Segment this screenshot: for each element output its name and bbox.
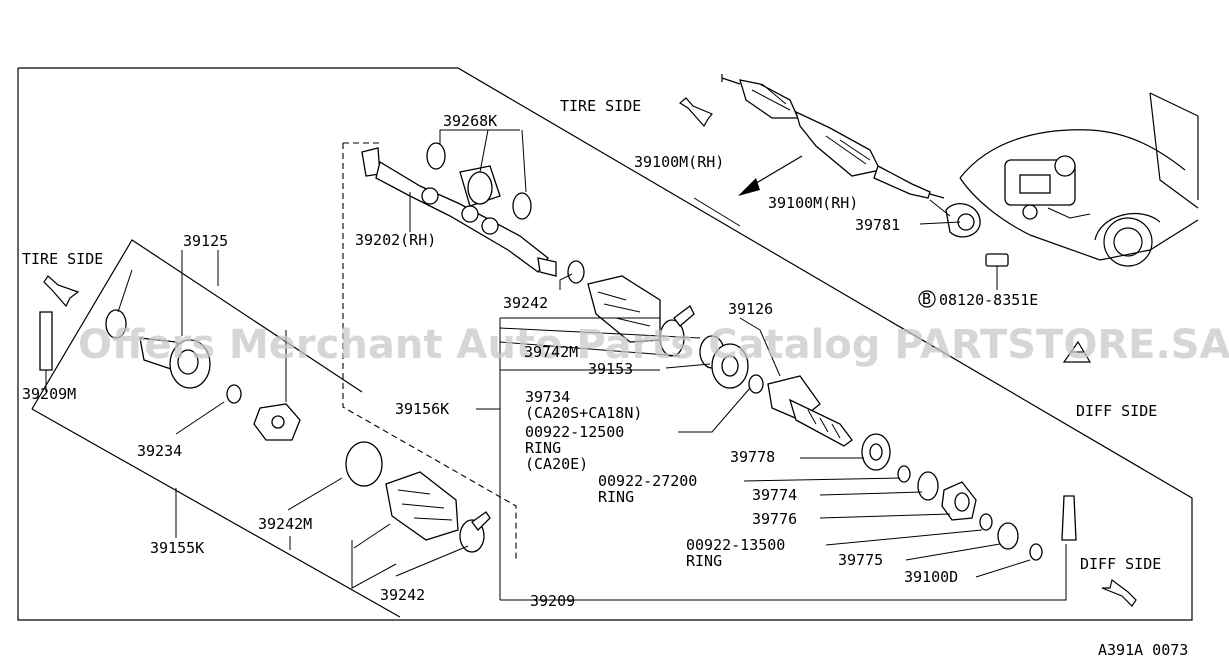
left-assembly-parts <box>39 309 301 441</box>
part-label-39242M: 39242M <box>258 515 312 533</box>
part-label-39156K: 39156K <box>395 400 449 418</box>
part-label-39125: 39125 <box>183 232 228 250</box>
part-label-39234: 39234 <box>137 442 182 460</box>
ring-label-a: RING <box>525 439 561 457</box>
part-label-39775: 39775 <box>838 551 883 569</box>
diagram-frame <box>17 67 1193 621</box>
part-label-39153: 39153 <box>588 360 633 378</box>
part-label-39202: 39202(RH) <box>355 231 436 249</box>
leader-lines <box>45 129 1067 601</box>
part-label-39126: 39126 <box>728 300 773 318</box>
tire-side-arrow-icon <box>678 97 713 128</box>
subassembly-outlines <box>31 142 517 618</box>
part-label-39209M: 39209M <box>22 385 76 403</box>
diff-side-mid-label: DIFF SIDE <box>1076 402 1157 420</box>
part-label-39776: 39776 <box>752 510 797 528</box>
assembly-arrow-icon <box>738 155 803 196</box>
part-label-39268K: 39268K <box>443 112 497 130</box>
watermark: Offers Merchant Auto Parts Catalog PARTS… <box>78 322 1229 368</box>
part-label-39734-note: (CA20S+CA18N) <box>525 404 642 422</box>
part-label-39100M-rh-b: 39100M(RH) <box>768 194 858 212</box>
part-label-39100M-rh-a: 39100M(RH) <box>634 153 724 171</box>
part-label-39781: 39781 <box>855 216 900 234</box>
outer-joint-39126-part <box>699 335 853 447</box>
ring-label-c: RING <box>686 552 722 570</box>
part-label-39734: 39734 <box>525 388 570 406</box>
ring-label-a-note: (CA20E) <box>525 455 588 473</box>
tire-side-label: TIRE SIDE <box>560 97 641 115</box>
car-silhouette-icon <box>959 92 1199 267</box>
part-label-39100D: 39100D <box>904 568 958 586</box>
small-parts-right <box>861 433 1077 561</box>
diagram-code: A391A 0073 <box>1098 641 1188 659</box>
bolt-symbol: B <box>922 290 931 308</box>
diff-side-bottom-label: DIFF SIDE <box>1080 555 1161 573</box>
part-label-39209: 39209 <box>530 592 575 610</box>
part-label-39242-b: 39242 <box>380 586 425 604</box>
part-label-39774: 39774 <box>752 486 797 504</box>
diff-side-arrow-icon <box>1101 578 1137 607</box>
part-label-00922-27200: 00922-27200 <box>598 472 697 490</box>
part-label-00922-12500: 00922-12500 <box>525 423 624 441</box>
part-label-08120: 08120-8351E <box>939 291 1038 309</box>
part-label-39155K: 39155K <box>150 539 204 557</box>
tire-side-left-label: TIRE SIDE <box>22 250 103 268</box>
bolt-08120-part <box>918 253 1009 308</box>
part-label-00922-13500: 00922-13500 <box>686 536 785 554</box>
boot-upper-part <box>567 260 695 357</box>
inner-shaft-39202-part <box>361 147 557 277</box>
part-label-39242-a: 39242 <box>503 294 548 312</box>
tire-side-left-arrow-icon <box>43 275 80 308</box>
boot-lower-part <box>345 441 491 553</box>
part-label-39742M: 39742M <box>524 343 578 361</box>
part-label-39778: 39778 <box>730 448 775 466</box>
diff-side-triangle-icon <box>1062 340 1092 363</box>
clamp-39268K-part <box>426 142 532 220</box>
rh-driveshaft-assembly <box>721 74 981 238</box>
ring-label-b: RING <box>598 488 634 506</box>
